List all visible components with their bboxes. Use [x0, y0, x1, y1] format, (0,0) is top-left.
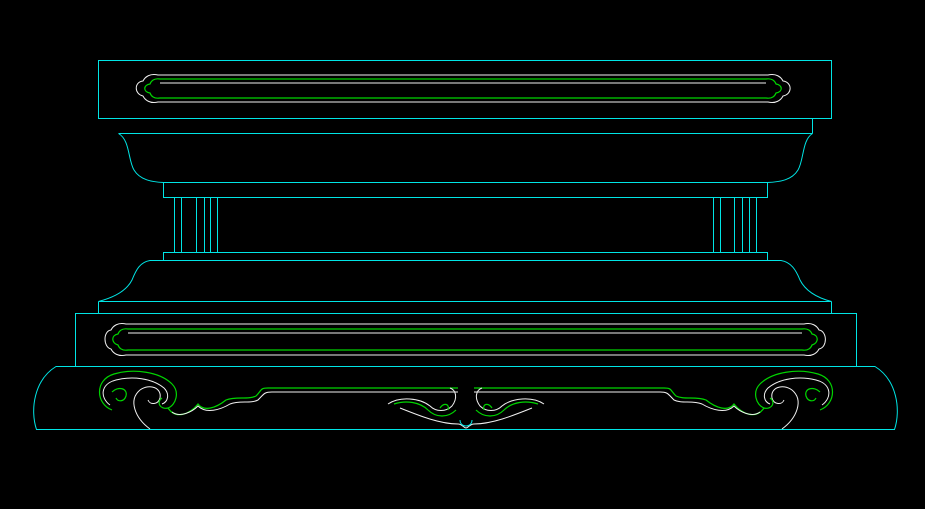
upper-band: [163, 182, 768, 198]
center-ornament-green-right: [475, 401, 539, 417]
right-scroll-curl: [805, 387, 821, 402]
base-plinth: [33, 366, 898, 430]
center-ornament-white-right: [475, 387, 545, 411]
top-cap-outline: [98, 60, 832, 119]
lower-panel: [75, 313, 857, 367]
upper-band-outline: [163, 182, 768, 198]
right-scroll-white: [763, 377, 830, 406]
upper-cornice: [98, 118, 813, 183]
lower-panel-inset-white: [104, 323, 826, 356]
lower-panel-inset-green: [112, 328, 818, 351]
center-ornament-inner-curl-left: [439, 403, 449, 411]
center-ornament-green-left: [393, 401, 457, 417]
right-scroll-wave-white: [474, 391, 761, 415]
right-scroll-wave-green: [474, 387, 765, 416]
center-ornament-drop: [459, 419, 473, 427]
left-scroll-green: [98, 370, 177, 411]
left-scroll-outer-white: [133, 386, 161, 430]
center-ornament-inner-curl-right: [483, 403, 493, 411]
upper-cornice-left-curve: [118, 133, 164, 183]
lower-cornice-right-curve: [767, 260, 832, 302]
left-scroll-curl: [111, 387, 127, 402]
right-column-group: [713, 197, 757, 253]
top-cap: [98, 60, 832, 119]
lower-cornice-left-curve: [98, 260, 164, 302]
center-ornament: [387, 387, 545, 429]
lower-band-outline: [163, 252, 768, 261]
right-scroll-green: [755, 370, 834, 411]
upper-cornice-right-curve: [767, 133, 813, 183]
center-ornament-white-left: [387, 387, 457, 411]
left-scroll-white: [102, 377, 169, 406]
left-column-group: [174, 197, 218, 253]
right-scroll-outer-white: [771, 386, 799, 430]
center-ornament-bottom-white: [399, 407, 533, 429]
right-scroll-ornament: [474, 370, 834, 430]
top-cap-panel-green: [144, 78, 782, 99]
left-scroll-ornament: [98, 370, 458, 430]
lower-cornice: [98, 260, 832, 314]
base-plinth-outline: [33, 366, 898, 430]
lower-band: [163, 252, 768, 261]
top-cap-panel-white: [135, 74, 791, 103]
left-scroll-wave-green: [167, 387, 458, 416]
lower-panel-outline: [75, 313, 857, 367]
left-scroll-wave-white: [171, 391, 458, 415]
